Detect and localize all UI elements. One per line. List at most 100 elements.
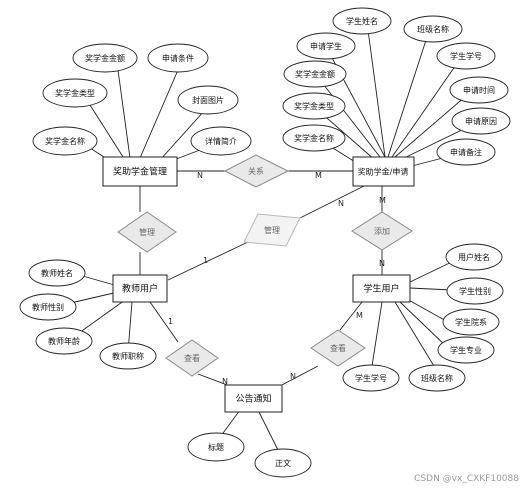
attr-mgmt-type[interactable]: 奖学金类型 — [42, 78, 108, 108]
attr-student-dept[interactable]: 学生院系 — [442, 308, 500, 336]
attr-app-type[interactable]: 奖学金类型 — [282, 92, 346, 120]
relationship-manage-middle[interactable]: 管理 — [243, 213, 301, 247]
connector-mgmt-condition — [139, 69, 179, 159]
attr-app-applicant[interactable]: 申请学生 — [296, 32, 356, 60]
attr-app-remark-label: 申请备注 — [450, 147, 482, 157]
entity-student-user-label: 学生用户 — [363, 283, 399, 295]
attr-student-gender[interactable]: 学生性别 — [446, 277, 504, 305]
connector-app-student-id — [391, 61, 459, 158]
connector-student-gender — [409, 287, 453, 291]
entity-scholarship-management[interactable]: 奖助学金管理 — [102, 156, 178, 187]
attr-student-gender-label: 学生性别 — [459, 286, 491, 296]
attr-student-id-label: 学生学号 — [355, 373, 387, 383]
entity-scholarship-management-label: 奖助学金管理 — [113, 166, 167, 178]
attr-teacher-name-label: 教师姓名 — [41, 268, 73, 278]
cardinality-manage-mid-teacher: 1 — [203, 256, 208, 265]
attr-app-name[interactable]: 奖学金名称 — [282, 124, 346, 152]
cardinality-view-right-notice: N — [290, 372, 296, 381]
attr-app-student-id[interactable]: 学生学号 — [436, 42, 496, 70]
attr-app-amount-label: 奖学金金额 — [295, 69, 335, 79]
attr-app-reason[interactable]: 申请原因 — [451, 107, 511, 135]
attr-student-dept-label: 学生院系 — [455, 317, 487, 327]
connector-mgmt-type — [89, 104, 126, 161]
relationship-connectors — [139, 170, 383, 387]
attr-teacher-title[interactable]: 教师职称 — [99, 342, 157, 370]
relationship-relation[interactable]: 关系 — [223, 154, 290, 188]
attr-mgmt-cover[interactable]: 封面图片 — [177, 85, 239, 115]
relationship-view-right-label: 查看 — [330, 343, 346, 353]
connector-app-type — [319, 111, 376, 161]
relationship-manage-middle-label: 管理 — [264, 225, 280, 235]
connector-app-time — [394, 95, 467, 158]
connector-manage-mid-app — [299, 185, 365, 219]
connector-app-class — [387, 33, 429, 158]
relationship-view-left[interactable]: 查看 — [165, 339, 219, 377]
attr-app-student-id-label: 学生学号 — [450, 51, 482, 61]
attr-app-time-label: 申请时间 — [463, 85, 495, 95]
connector-view2-notice — [279, 365, 319, 387]
attr-notice-body-label: 正文 — [275, 458, 291, 468]
attr-app-student-name[interactable]: 学生姓名 — [332, 7, 392, 35]
relationship-add-label: 添加 — [374, 226, 390, 236]
connector-mgmt-cover — [159, 109, 206, 161]
attr-app-remark[interactable]: 申请备注 — [436, 138, 496, 166]
attr-app-time[interactable]: 申请时间 — [449, 76, 509, 104]
attr-teacher-age[interactable]: 教师年龄 — [35, 327, 93, 355]
attr-mgmt-detail-label: 详情简介 — [205, 136, 237, 146]
attr-app-class[interactable]: 班级名称 — [403, 15, 463, 43]
attr-mgmt-amount[interactable]: 奖学金金额 — [72, 43, 138, 73]
entity-teacher-user-label: 教师用户 — [122, 283, 158, 295]
attr-teacher-gender-label: 教师性别 — [32, 302, 64, 312]
cardinality-view-left-notice: N — [222, 377, 228, 386]
entity-notice-label: 公告通知 — [235, 393, 271, 405]
cardinality-view-left-teacher: 1 — [168, 317, 173, 326]
attr-student-id[interactable]: 学生学号 — [342, 364, 400, 392]
attr-teacher-name[interactable]: 教师姓名 — [28, 259, 86, 287]
connector-teacher-view — [149, 301, 179, 343]
relationship-add[interactable]: 添加 — [351, 211, 413, 251]
relationship-manage-left[interactable]: 管理 — [117, 211, 177, 253]
attr-notice-body[interactable]: 正文 — [254, 448, 312, 478]
connector-student-view — [339, 301, 363, 331]
attr-teacher-age-label: 教师年龄 — [48, 336, 80, 346]
attr-notice-title[interactable]: 标题 — [187, 432, 245, 462]
connector-student-id — [371, 301, 383, 367]
attr-mgmt-condition-label: 申请条件 — [162, 53, 194, 63]
relationship-manage-left-label: 管理 — [139, 227, 155, 237]
entity-scholarship-application-label: 奖助学金/申请 — [358, 167, 409, 177]
attr-app-type-label: 奖学金类型 — [294, 101, 334, 111]
attr-mgmt-condition[interactable]: 申请条件 — [147, 43, 209, 73]
attr-mgmt-cover-label: 封面图片 — [192, 95, 224, 105]
attr-student-class[interactable]: 班级名称 — [408, 364, 466, 392]
cardinality-manage-mid-application: N — [338, 199, 344, 208]
attr-app-amount[interactable]: 奖学金金额 — [283, 60, 347, 88]
attr-student-name[interactable]: 用户姓名 — [445, 243, 503, 271]
attr-student-major-label: 学生专业 — [450, 345, 482, 355]
attr-teacher-gender[interactable]: 教师性别 — [19, 293, 77, 321]
relationship-view-left-label: 查看 — [184, 353, 200, 363]
attr-mgmt-name[interactable]: 奖学金名称 — [32, 126, 98, 156]
relationship-relation-label: 关系 — [248, 166, 264, 176]
attr-teacher-title-label: 教师职称 — [112, 351, 144, 361]
attr-app-class-label: 班级名称 — [417, 24, 449, 34]
connector-view-notice — [197, 373, 231, 387]
connector-app-student-name — [367, 29, 386, 158]
cardinality-add-student: N — [379, 259, 385, 268]
connector-student-dept — [404, 297, 449, 323]
entity-scholarship-application[interactable]: 奖助学金/申请 — [352, 156, 415, 187]
connector-student-class — [394, 301, 441, 377]
attr-student-name-label: 用户姓名 — [458, 252, 490, 262]
connector-student-major — [399, 301, 449, 349]
cardinality-add-application: M — [379, 196, 386, 205]
entity-teacher-user[interactable]: 教师用户 — [112, 274, 168, 303]
entity-notice[interactable]: 公告通知 — [224, 384, 283, 413]
attr-student-major[interactable]: 学生专业 — [437, 336, 495, 364]
attr-app-name-label: 奖学金名称 — [294, 133, 334, 143]
relationship-view-right[interactable]: 查看 — [310, 329, 366, 367]
cardinality-view-right-student: M — [356, 311, 363, 320]
attr-app-reason-label: 申请原因 — [465, 116, 497, 126]
attr-mgmt-detail[interactable]: 详情简介 — [190, 126, 252, 156]
entity-student-user[interactable]: 学生用户 — [352, 274, 411, 303]
attr-mgmt-name-label: 奖学金名称 — [45, 136, 85, 146]
